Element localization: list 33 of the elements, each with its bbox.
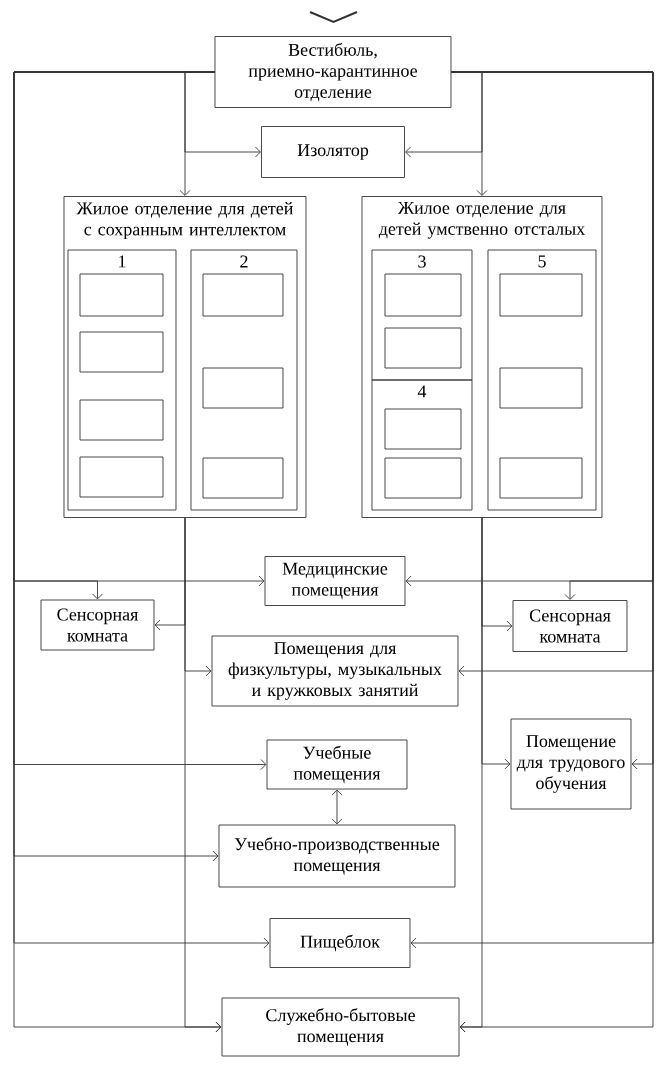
section-box: 3	[371, 249, 473, 381]
room-box: Помещения для физкультуры, музыкальных и кружковых занятий	[211, 635, 459, 707]
room-box: Сенсорная комната	[512, 600, 628, 652]
room-box: Сенсорная комната	[40, 599, 155, 651]
room-box	[79, 331, 164, 373]
room-box	[384, 327, 462, 369]
room-box: Пищеблок	[269, 918, 411, 968]
room-box: Учебные помещения	[266, 739, 408, 790]
room-box	[202, 273, 284, 317]
room-box	[384, 457, 462, 499]
room-box	[79, 456, 164, 498]
room-box: Вестибюль, приемно-карантинное отделение	[214, 36, 452, 108]
room-box	[79, 273, 164, 317]
room-box: Изолятор	[261, 126, 405, 178]
room-box	[499, 367, 583, 409]
room-box	[79, 399, 164, 441]
section-box: 1	[67, 249, 177, 511]
room-box	[499, 457, 583, 499]
room-box: Помещение для трудового обучения	[510, 718, 632, 810]
section-box: 4	[371, 379, 473, 511]
room-box	[202, 367, 284, 409]
room-box	[384, 273, 462, 317]
room-box	[384, 408, 462, 450]
section-box: 5	[487, 249, 597, 511]
room-box: Учебно-производственные помещения	[218, 824, 456, 888]
room-box: Служебно-бытовые помещения	[221, 997, 460, 1057]
arrow	[459, 517, 483, 1033]
arrow	[184, 517, 222, 1033]
room-box	[499, 273, 583, 317]
section-box: 2	[190, 249, 298, 511]
arrow	[331, 789, 343, 825]
room-box	[202, 457, 284, 499]
room-box: Медицинские помещения	[264, 556, 406, 606]
